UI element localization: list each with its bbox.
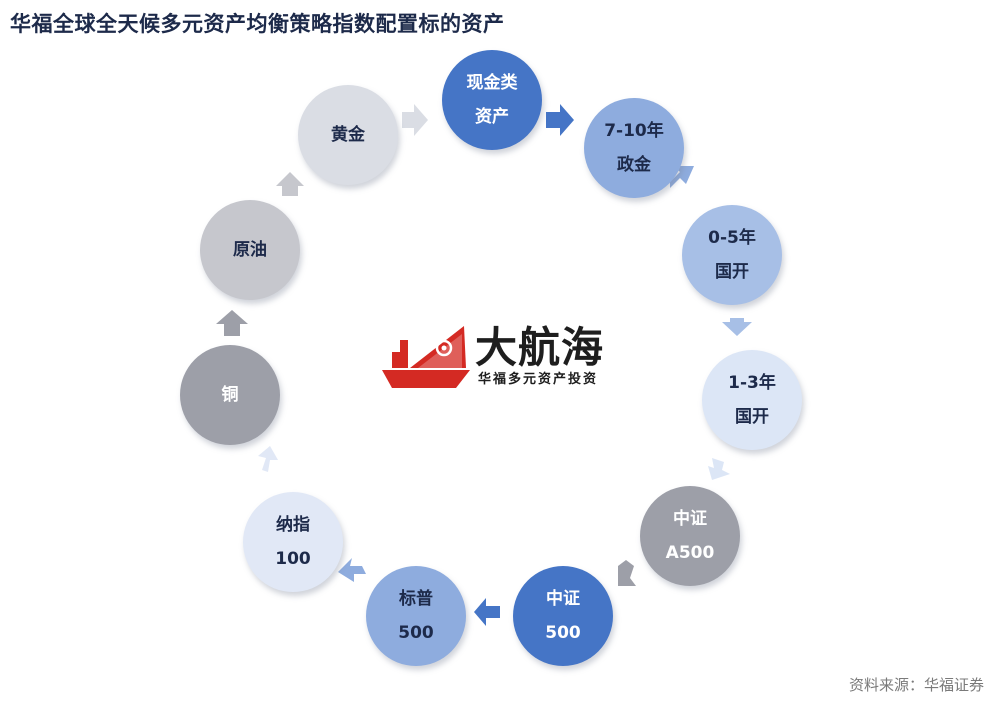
node-cash-assets: 现金类 资产: [442, 50, 542, 150]
arrow-sp500-to-ndx: [338, 558, 366, 582]
node-label-line1: 铜: [221, 385, 239, 405]
page-title: 华福全球全天候多元资产均衡策略指数配置标的资产: [10, 12, 505, 36]
node-label-line2: 国开: [715, 262, 749, 282]
arrow-500-to-sp500: [474, 598, 500, 626]
node-label-line1: 黄金: [331, 125, 365, 145]
ship-logo-icon: [382, 326, 470, 388]
node-label-line2: A500: [665, 543, 715, 563]
arrow-a500-to-500: [618, 560, 636, 586]
node-label-line1: 7-10年: [604, 121, 664, 141]
node-label-line2: 资产: [475, 107, 509, 127]
node-1-3y-cdb: 1-3年 国开: [702, 350, 802, 450]
node-csi-500: 中证 500: [513, 566, 613, 666]
arrow-copper-to-oil: [216, 310, 248, 336]
node-copper: 铜: [180, 345, 280, 445]
node-label-line1: 原油: [233, 240, 267, 260]
node-label-line1: 纳指: [276, 515, 310, 535]
node-label-line2: 政金: [617, 155, 651, 175]
node-7-10y-policy-bank: 7-10年 政金: [584, 98, 684, 198]
arrow-ndx-to-copper: [258, 446, 278, 472]
node-crude-oil: 原油: [200, 200, 300, 300]
source-note: 资料来源：华福证券: [848, 676, 984, 694]
node-label-line1: 0-5年: [708, 228, 756, 248]
logo-subtitle: 华福多元资产投资: [478, 372, 599, 387]
node-label-line1: 中证: [673, 509, 707, 529]
node-label-line2: 100: [275, 549, 311, 569]
arrow-gold-to-cash: [402, 104, 428, 136]
node-label-line2: 500: [545, 623, 581, 643]
arrow-gov-to-0-5: [670, 166, 694, 188]
node-label-line1: 1-3年: [728, 373, 776, 393]
node-label-line1: 中证: [546, 589, 580, 609]
node-label-line1: 现金类: [466, 73, 518, 93]
arrow-cash-to-gov: [546, 104, 574, 136]
logo-wordmark: 大航海: [475, 323, 605, 372]
arrow-1-3-to-a500: [708, 458, 730, 480]
node-nasdaq-100: 纳指 100: [243, 492, 343, 592]
node-label-line1: 标普: [399, 589, 433, 609]
node-sp500: 标普 500: [366, 566, 466, 666]
node-0-5y-cdb: 0-5年 国开: [682, 205, 782, 305]
node-label-line2: 国开: [735, 407, 769, 427]
arrow-0-5-to-1-3: [722, 318, 752, 336]
node-gold: 黄金: [298, 85, 398, 185]
arrow-oil-to-gold: [276, 172, 304, 196]
node-label-line2: 500: [398, 623, 434, 643]
node-csi-a500: 中证 A500: [640, 486, 740, 586]
